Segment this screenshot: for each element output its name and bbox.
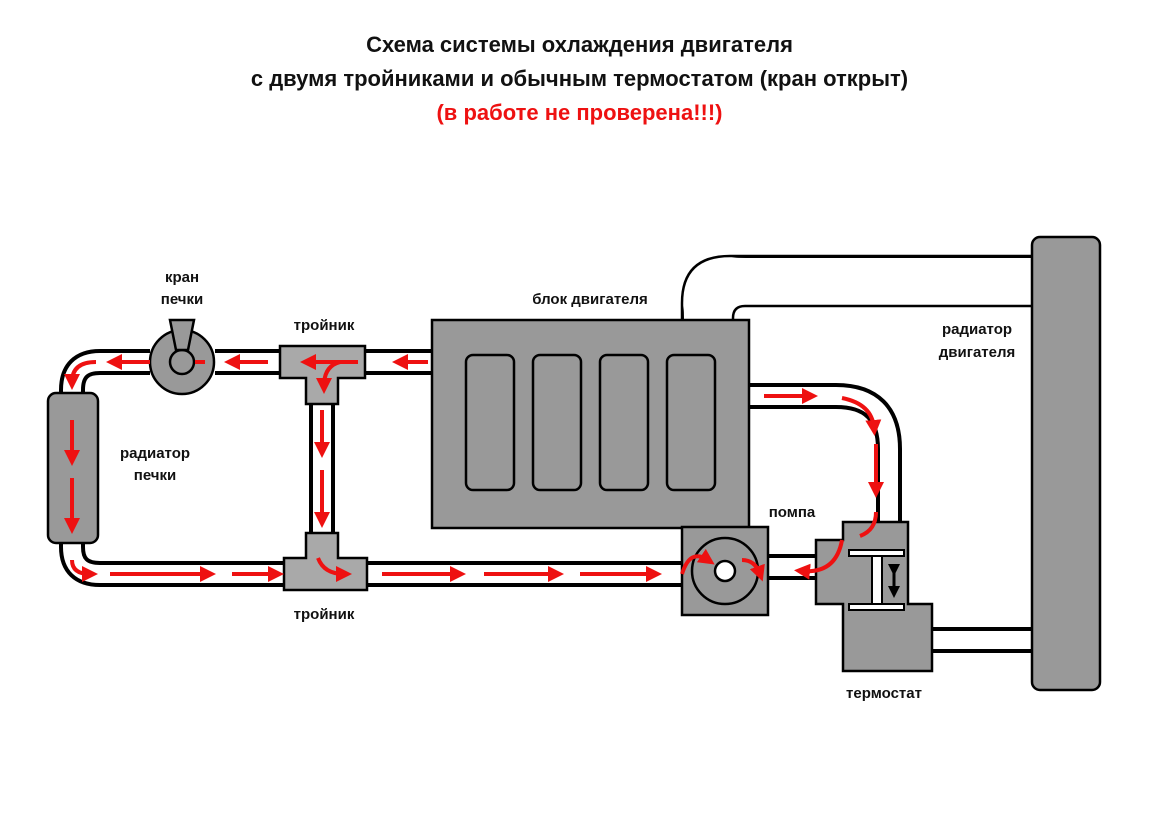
- pipes-outline-2: [680, 254, 1032, 320]
- title-line-2: с двумя тройниками и обычным термостатом…: [250, 66, 909, 91]
- cylinder-2: [531, 353, 583, 492]
- heater-valve: [148, 318, 216, 396]
- flow-arrow: [316, 557, 352, 582]
- label-thermostat: термостат: [846, 685, 922, 702]
- flow-arrow: [64, 360, 97, 390]
- flow-arrow: [841, 396, 882, 436]
- label-tee-top: тройник: [294, 317, 355, 334]
- tee-bottom: [282, 531, 369, 592]
- engine-block: [430, 318, 751, 530]
- tee-top: [278, 344, 367, 406]
- title-warning: (в работе не проверена!!!): [436, 100, 723, 125]
- label-engine-radiator-2: двигателя: [939, 344, 1016, 361]
- flow-arrow: [741, 558, 765, 582]
- cylinder-4: [665, 353, 717, 492]
- label-heater-radiator-2: печки: [134, 467, 176, 484]
- flow-arrows: [64, 354, 884, 582]
- flow-arrow: [316, 360, 341, 394]
- label-pump: помпа: [769, 504, 816, 521]
- heater-radiator: [46, 391, 100, 545]
- cylinder-3: [598, 353, 650, 492]
- flow-arrow: [859, 511, 878, 538]
- engine-radiator: [1030, 235, 1102, 692]
- label-engine-radiator-1: радиатор: [942, 321, 1012, 338]
- label-engine-block: блок двигателя: [532, 291, 648, 308]
- label-tee-bottom: тройник: [294, 606, 355, 623]
- flow-arrow: [70, 559, 98, 582]
- thermostat: [814, 520, 934, 673]
- title-line-1: Схема системы охлаждения двигателя: [366, 32, 793, 57]
- diagram-title: Схема системы охлаждения двигателя с дву…: [0, 28, 1159, 130]
- label-heater-valve-1: кран: [165, 269, 199, 286]
- cylinder-1: [464, 353, 516, 492]
- valve-handle: [168, 318, 196, 352]
- label-heater-radiator-1: радиатор: [120, 445, 190, 462]
- flow-arrow: [794, 539, 844, 580]
- pump: [680, 525, 770, 617]
- label-heater-valve-2: печки: [161, 291, 203, 308]
- flow-arrow: [680, 548, 715, 575]
